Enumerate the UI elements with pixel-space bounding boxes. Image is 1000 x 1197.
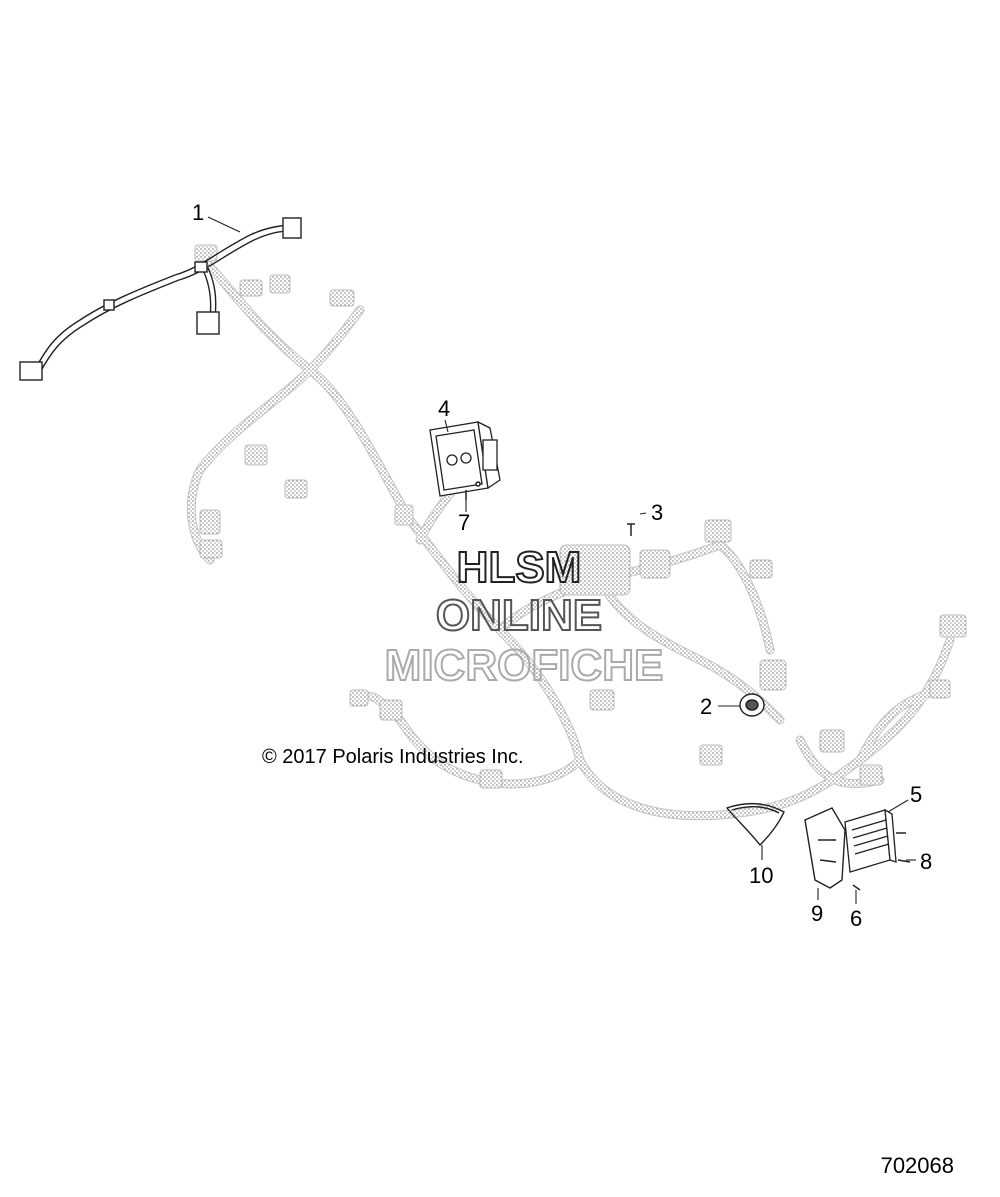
screw-7-part (465, 481, 481, 500)
callout-6: 6 (850, 906, 862, 931)
callout-8: 8 (920, 849, 932, 874)
callout-7: 7 (458, 510, 470, 535)
regulator-part (844, 808, 897, 873)
watermark-line3: MICROFICHE (385, 641, 664, 690)
watermark-line1: HLSM (457, 543, 582, 592)
grommet-part (739, 693, 765, 717)
ecu-part (429, 420, 501, 497)
callouts: 1 2 3 4 5 6 7 8 9 10 (192, 200, 932, 931)
callout-9: 9 (811, 901, 823, 926)
callout-3: 3 (651, 500, 663, 525)
callout-2: 2 (700, 694, 712, 719)
diagram-id: 702068 (880, 1153, 954, 1178)
main-wire-harness (186, 244, 967, 821)
screw-3-part (627, 523, 635, 536)
screw-8-part (896, 832, 911, 863)
callout-10: 10 (749, 863, 773, 888)
callout-1: 1 (192, 200, 204, 225)
front-harness-part (19, 217, 302, 381)
bracket-part (804, 807, 846, 889)
callout-5: 5 (910, 782, 922, 807)
seal-part (725, 802, 785, 847)
watermark: HLSM ONLINE MICROFICHE (384, 542, 665, 691)
copyright-notice: © 2017 Polaris Industries Inc. (262, 746, 524, 768)
callout-4: 4 (438, 396, 450, 421)
leader-lines (207, 216, 916, 904)
screw-6-part (852, 884, 861, 891)
watermark-line2: ONLINE (436, 591, 602, 640)
